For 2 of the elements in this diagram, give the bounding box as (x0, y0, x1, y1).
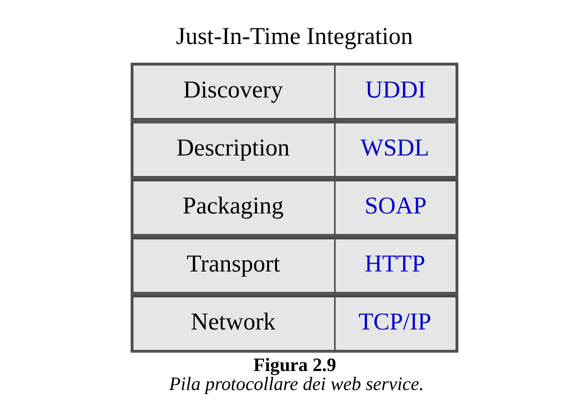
diagram-title: Figura 2.9 (252, 355, 336, 376)
label: Just-In-Time Integration (176, 22, 412, 50)
